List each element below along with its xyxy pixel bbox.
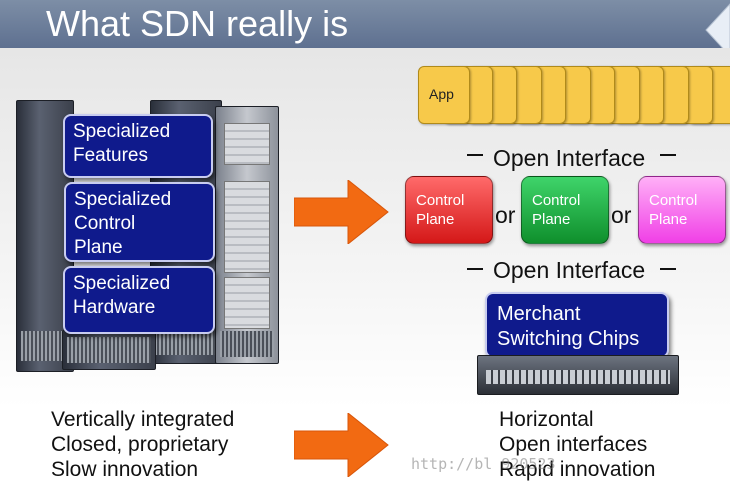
interface-dash	[467, 268, 483, 270]
left-captions: Vertically integrated Closed, proprietar…	[51, 407, 234, 482]
open-interface-label-top: Open Interface	[493, 145, 646, 171]
arrow-right-bottom	[294, 413, 389, 477]
specialized-hardware-box: Specialized Hardware	[63, 266, 215, 334]
caption-horizontal: Horizontal	[499, 408, 594, 431]
specialized-features-box: Specialized Features	[63, 114, 213, 178]
specialized-control-plane-box: Specialized Control Plane	[64, 182, 215, 262]
open-interface-label-bottom: Open Interface	[493, 257, 646, 283]
rack-right	[215, 106, 279, 364]
interface-dash	[660, 154, 676, 156]
rack-base	[62, 330, 156, 370]
app-label: App	[429, 86, 454, 102]
caption-open-interfaces: Open interfaces	[499, 433, 648, 456]
caption-rapid-innovation: Rapid innovation	[499, 458, 656, 481]
caption-vertically-integrated: Vertically integrated	[51, 408, 235, 431]
interface-dash	[467, 154, 483, 156]
or-label: or	[495, 202, 516, 228]
watermark: http://bl 920523	[411, 455, 556, 473]
interface-dash	[660, 268, 676, 270]
corner-decoration	[705, 3, 730, 57]
arrow-right-top	[294, 180, 389, 244]
or-label: or	[611, 202, 632, 228]
merchant-switching-chips-box: Merchant Switching Chips	[485, 292, 669, 358]
switch-hardware-icon	[477, 355, 679, 395]
slide-title: What SDN really is	[46, 3, 349, 44]
control-plane-red: Control Plane	[405, 176, 493, 244]
right-captions: Horizontal Open interfaces Rapid innovat…	[499, 407, 655, 482]
caption-closed-proprietary: Closed, proprietary	[51, 433, 229, 456]
caption-slow-innovation: Slow innovation	[51, 458, 199, 481]
control-plane-pink: Control Plane	[638, 176, 726, 244]
control-plane-green: Control Plane	[521, 176, 609, 244]
app-card-front: App	[418, 66, 470, 124]
title-bar	[0, 0, 730, 48]
